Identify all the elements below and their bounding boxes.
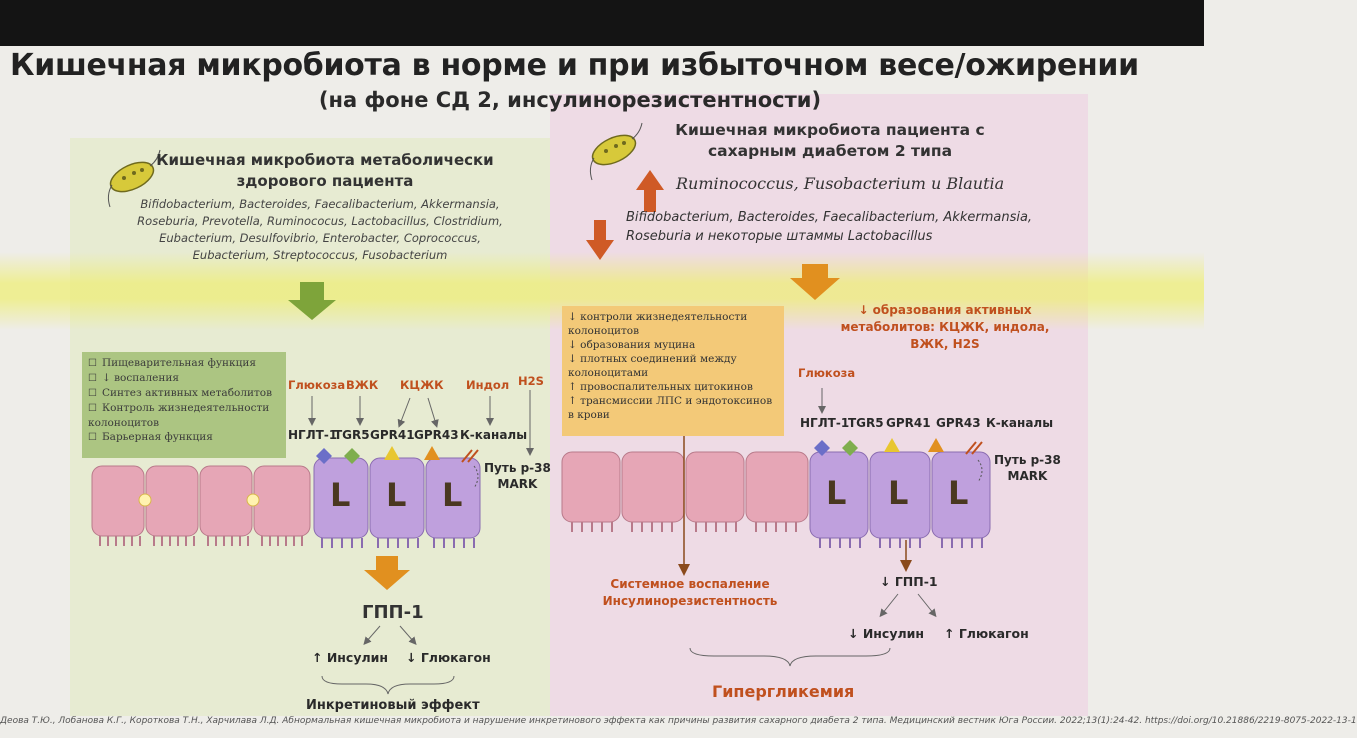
diagram-graphics (91, 122, 991, 695)
effect-item: ↑ провоспалительных цитокинов (568, 381, 753, 393)
bacterium-icon-left (107, 149, 161, 208)
healthy-bacteria-line: Roseburia, Prevotella, Ruminococus, Lact… (137, 214, 503, 228)
ligand-glucose-right: Глюкоза (798, 366, 856, 380)
orange-down-arrow-left (364, 556, 410, 590)
receptor-nglt-right: НГЛТ-1 (800, 416, 850, 430)
metabolites-line3: ВЖК, H2S (910, 337, 980, 351)
ligand-glucose: Глюкоза (288, 378, 346, 392)
orange-up-arrow (636, 170, 664, 212)
decreased-bacteria: Bifidobacterium, Bacteroides, Faecalibac… (626, 208, 1032, 246)
increased-bacteria: Ruminococcus, Fusobacterium и Blautia (676, 174, 1005, 193)
receptor-k-channels: К-каналы (460, 428, 528, 442)
receptor-tgr5: TGR5 (334, 428, 370, 442)
healthy-bacteria-line: Bifidobacterium, Bacteroides, Faecalibac… (140, 197, 500, 211)
pathway-label-right: Путь р-38 MARK (994, 452, 1061, 484)
pathway-line1: Путь р-38 (484, 461, 551, 475)
decreased-bacteria-line1: Bifidobacterium, Bacteroides, Faecalibac… (626, 210, 1033, 225)
function-item: Барьерная функция (88, 430, 280, 445)
pathway-line2: MARK (1007, 469, 1048, 483)
systemic-line2: Инсулинорезистентность (602, 594, 778, 608)
function-item: ↓ воспаления (88, 371, 280, 386)
diabetes-effects-box: ↓ контроли жизнедеятельности колоноцитов… (562, 306, 784, 436)
ligand-kczhk: КЦЖК (400, 378, 444, 392)
ligand-indol: Индол (466, 378, 510, 392)
receptor-gpr41: GPR41 (370, 428, 415, 442)
left-epithelium (91, 390, 534, 695)
receptor-gpr41-right: GPR41 (886, 416, 931, 430)
healthy-heading-line1: Кишечная микробиота метаболически (156, 151, 494, 169)
effect-item: ↑ трансмиссии ЛПС и эндотоксинов в крови (568, 395, 773, 421)
l-cell-letter: L (386, 476, 407, 514)
glucagon-label-right: ↑ Глюкагон (944, 626, 1029, 641)
systemic-inflammation-label: Системное воспаление Инсулинорезистентно… (600, 576, 780, 610)
hyperglycemia-label: Гипергликемия (712, 682, 855, 701)
l-cell-letter: L (888, 474, 909, 512)
effect-item: ↓ контроли жизнедеятельности колоноцитов (568, 311, 748, 337)
metabolites-line1: ↓ образования активных (858, 303, 1032, 317)
receptor-nglt: НГЛТ-1 (288, 428, 338, 442)
function-item: Контроль жизнедеятельности колоноцитов (88, 401, 280, 430)
top-dark-bar (0, 0, 1204, 46)
bacterium-icon-right (589, 122, 643, 181)
citation: Деова Т.Ю., Лобанова К.Г., Короткова Т.Н… (0, 716, 1357, 726)
l-cell-letter: L (442, 476, 463, 514)
systemic-line1: Системное воспаление (610, 577, 770, 591)
slide-title: Кишечная микробиота в норме и при избыто… (10, 48, 1139, 83)
healthy-heading-line2: здорового пациента (236, 172, 414, 190)
insulin-label-right: ↓ Инсулин (848, 626, 925, 641)
receptor-tgr5-right: TGR5 (848, 416, 884, 430)
receptor-gpr43: GPR43 (414, 428, 459, 442)
ligand-vzhk: ВЖК (346, 378, 379, 392)
metabolites-decrease-label: ↓ образования активных метаболитов: КЦЖК… (840, 302, 1050, 353)
pathway-label-left: Путь р-38 MARK (484, 460, 551, 492)
receptor-k-channels-right: К-каналы (986, 416, 1054, 430)
right-epithelium (561, 388, 991, 667)
l-cell-letter: L (330, 476, 351, 514)
diabetes-heading: Кишечная микробиота пациента с сахарным … (650, 120, 1010, 162)
function-item: Синтез активных метаболитов (88, 386, 280, 401)
ligand-h2s: H2S (518, 374, 544, 388)
orange-down-arrow-right (790, 264, 840, 300)
glucagon-label-left: ↓ Глюкагон (406, 650, 491, 665)
l-cell-letter: L (948, 474, 969, 512)
healthy-bacteria-line: Eubacterium, Streptococcus, Fusobacteriu… (192, 248, 448, 262)
green-down-arrow (288, 282, 336, 320)
red-down-arrow (586, 220, 614, 260)
glp1-label-right: ↓ ГПП-1 (880, 574, 938, 589)
metabolites-line2: метаболитов: КЦЖК, индола, (840, 320, 1050, 334)
diabetes-heading-line1: Кишечная микробиота пациента с (675, 121, 985, 139)
healthy-bacteria-line: Eubacterium, Desulfovibrio, Enterobacter… (159, 231, 481, 245)
function-item: Пищеварительная функция (88, 356, 280, 371)
receptor-gpr43-right: GPR43 (936, 416, 981, 430)
pathway-line2: MARK (497, 477, 538, 491)
insulin-label-left: ↑ Инсулин (312, 650, 389, 665)
effect-item: ↓ образования муцина (568, 339, 696, 351)
effect-item: ↓ плотных соединений между колоноцитами (568, 353, 737, 379)
diabetes-heading-line2: сахарным диабетом 2 типа (707, 142, 953, 160)
glp1-label-left: ГПП-1 (362, 602, 424, 623)
incretin-effect-label: Инкретиновый эффект (306, 698, 480, 713)
l-cell-letter: L (826, 474, 847, 512)
slide-subtitle: (на фоне СД 2, инсулинорезистентности) (318, 88, 822, 112)
healthy-heading: Кишечная микробиота метаболически здоров… (150, 150, 500, 192)
healthy-bacteria-list: Bifidobacterium, Bacteroides, Faecalibac… (110, 196, 530, 264)
healthy-functions-box: Пищеварительная функция ↓ воспаления Син… (82, 352, 286, 458)
pathway-line1: Путь р-38 (994, 453, 1061, 467)
decreased-bacteria-line2: Roseburia и некоторые штаммы Lactobacill… (626, 229, 933, 244)
